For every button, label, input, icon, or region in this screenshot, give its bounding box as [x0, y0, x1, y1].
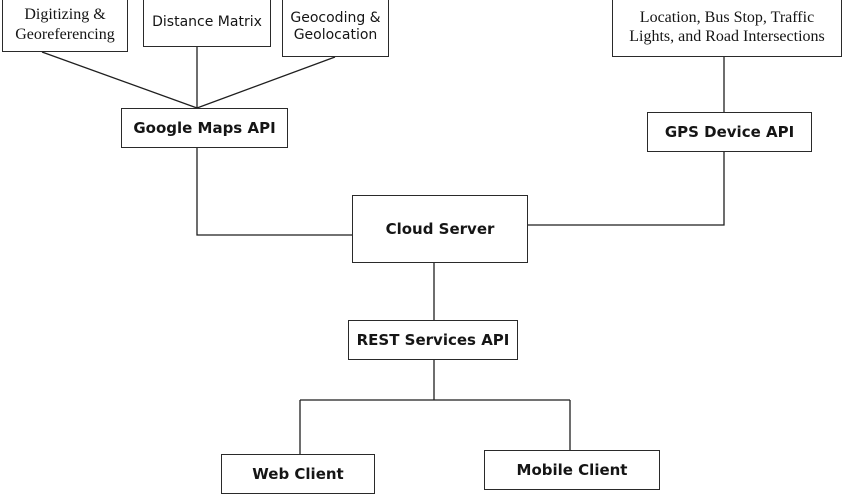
google-maps-api-label: Google Maps API — [133, 119, 276, 137]
connector-gps-cloud — [528, 152, 725, 226]
connector-digitizing-google — [41, 51, 198, 109]
mobile-client-label: Mobile Client — [516, 461, 628, 479]
geocoding-label-line2: Geolocation — [293, 27, 378, 43]
distance-matrix-box: Distance Matrix — [143, 0, 271, 47]
connector-geocoding-google — [196, 56, 336, 109]
geocoding-geolocation-box: Geocoding & Geolocation — [282, 0, 389, 57]
web-client-box: Web Client — [221, 454, 375, 494]
location-info-label-line1: Location, Bus Stop, Traffic — [639, 8, 815, 26]
web-client-label: Web Client — [252, 465, 344, 483]
cloud-server-box: Cloud Server — [352, 195, 528, 263]
rest-services-api-box: REST Services API — [348, 320, 518, 360]
location-info-box: Location, Bus Stop, Traffic Lights, and … — [612, 0, 842, 57]
digitizing-label-line1: Digitizing & — [24, 6, 106, 24]
digitizing-label-line2: Georeferencing — [15, 25, 115, 43]
cloud-server-label: Cloud Server — [385, 220, 495, 238]
gps-device-api-label: GPS Device API — [664, 123, 795, 141]
digitizing-georeferencing-box: Digitizing & Georeferencing — [2, 0, 128, 52]
geocoding-label-line1: Geocoding & — [290, 10, 381, 27]
distance-matrix-label: Distance Matrix — [152, 13, 262, 30]
google-maps-api-box: Google Maps API — [121, 108, 288, 148]
location-info-label-line2: Lights, and Road Intersections — [629, 28, 825, 45]
connector-google-cloud — [196, 148, 352, 236]
gps-device-api-box: GPS Device API — [647, 112, 812, 152]
rest-services-api-label: REST Services API — [356, 331, 510, 349]
mobile-client-box: Mobile Client — [484, 450, 660, 490]
